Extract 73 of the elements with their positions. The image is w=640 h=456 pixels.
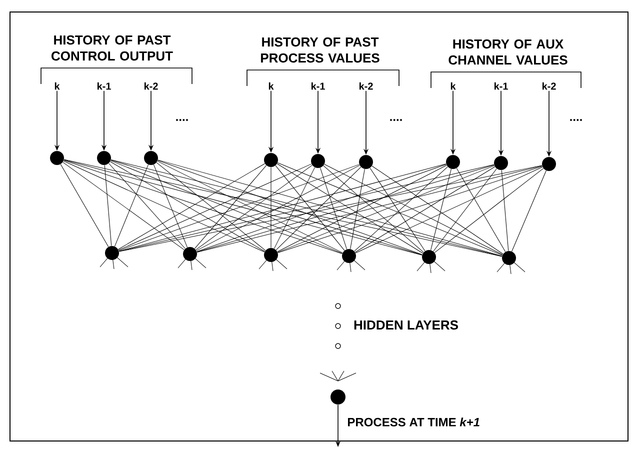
connection-line — [110, 160, 343, 254]
connection-line — [62, 162, 184, 250]
group-heading: HISTORY OF PAST PROCESS VALUES — [261, 37, 380, 63]
input-label: k — [54, 82, 60, 90]
neuron — [330, 390, 346, 404]
connection-line — [274, 167, 316, 249]
connection-line — [320, 168, 348, 250]
connection-line — [194, 165, 267, 249]
connection-line — [456, 168, 506, 252]
connection-line — [275, 165, 345, 251]
group-heading: HISTORY OF PAST CONTROL OUTPUT — [52, 35, 173, 61]
input-label: k-1 — [97, 82, 111, 90]
connection-line — [157, 160, 343, 254]
connection-line — [270, 166, 272, 248]
input-label: k-2 — [144, 82, 158, 90]
neuron — [502, 251, 516, 265]
connection-line — [277, 165, 447, 252]
connection-line — [196, 165, 360, 251]
neuron — [446, 155, 460, 169]
input-label: k-1 — [311, 82, 325, 90]
connection-line — [324, 164, 503, 255]
connection-line — [196, 164, 446, 252]
neuron — [144, 151, 158, 165]
connection-line — [433, 168, 497, 252]
neuron — [311, 154, 325, 168]
connection-line — [354, 166, 496, 252]
neuron — [264, 153, 278, 167]
connection-line — [60, 164, 109, 248]
ellipsis: .... — [390, 119, 402, 121]
neuron — [359, 155, 373, 169]
neuron — [342, 249, 356, 263]
neuron — [494, 156, 508, 170]
connection-line — [354, 166, 448, 252]
connection-line — [278, 166, 542, 253]
connection-line — [372, 166, 504, 254]
connection-line — [501, 170, 509, 252]
neuron — [542, 157, 556, 171]
connection-line — [108, 163, 186, 249]
input-label: k — [450, 82, 456, 90]
connection-line — [512, 170, 546, 252]
connection-line — [118, 164, 360, 251]
neuron — [183, 247, 197, 261]
connection-line — [104, 164, 112, 246]
connection-line — [323, 165, 424, 253]
connection-line — [350, 168, 365, 250]
input-label: k — [268, 82, 274, 90]
neuron — [97, 151, 111, 165]
connection-line — [114, 164, 149, 247]
input-label: k-1 — [494, 82, 508, 90]
edge-label: PROCESS AT TIME k+1 — [346, 416, 482, 428]
connection-line — [434, 168, 544, 253]
neuron — [105, 246, 119, 260]
connection-line — [370, 168, 426, 252]
connection-line — [355, 166, 543, 254]
input-label: k-2 — [359, 82, 373, 90]
ellipsis: .... — [570, 119, 582, 121]
group-heading: HISTORY OF AUX CHANNEL VALUES — [448, 39, 568, 65]
input-label: k-2 — [542, 82, 556, 90]
ellipsis: .... — [176, 119, 188, 121]
layer-label: HIDDEN LAYERS — [354, 320, 458, 330]
connection-line — [276, 164, 424, 254]
connection-line — [196, 164, 312, 250]
connection-line — [276, 166, 362, 250]
connection-line — [118, 164, 312, 250]
connection-line — [156, 162, 266, 251]
neuron — [50, 151, 64, 165]
connection-line — [430, 168, 452, 250]
connection-line — [158, 160, 422, 255]
connection-line — [63, 160, 265, 252]
neuron — [264, 248, 278, 262]
connection-line — [64, 160, 342, 254]
neuron — [422, 250, 436, 264]
connection-line — [153, 164, 188, 248]
